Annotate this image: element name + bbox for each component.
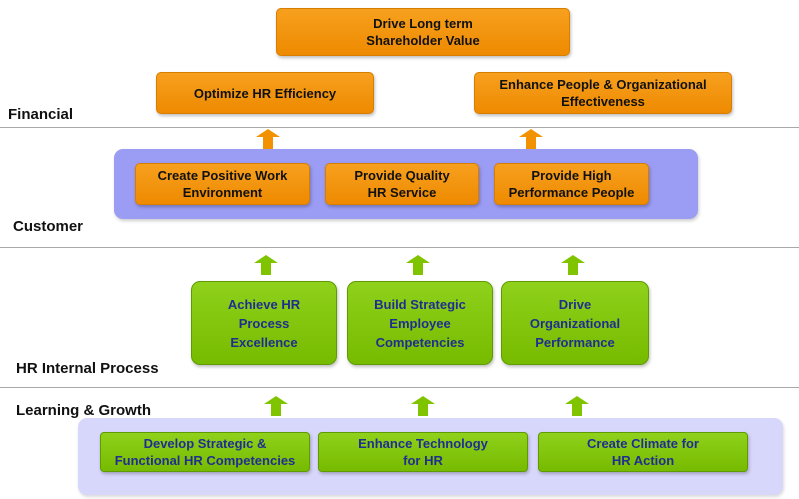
goal-optimize-hr-efficiency: Optimize HR Efficiency	[156, 72, 374, 114]
arrow-up-icon	[406, 255, 430, 275]
arrow-up-icon	[565, 396, 589, 416]
arrow-up-icon	[561, 255, 585, 275]
goal-positive-work-environment: Create Positive Work Environment	[135, 163, 310, 205]
goal-drive-organizational-performance: Drive Organizational Performance	[501, 281, 649, 365]
section-label-customer: Customer	[13, 218, 84, 235]
arrow-up-icon	[519, 129, 543, 149]
section-label-financial: Financial	[8, 106, 74, 123]
arrow-up-icon	[256, 129, 280, 149]
internal-process-divider	[0, 387, 799, 388]
goal-enhance-people-effectiveness: Enhance People & Organizational Effectiv…	[474, 72, 732, 114]
goal-hr-process-excellence: Achieve HR Process Excellence	[191, 281, 337, 365]
section-label-learning-growth: Learning & Growth	[16, 402, 151, 419]
goal-strategic-functional-hr-competencies: Develop Strategic & Functional HR Compet…	[100, 432, 310, 472]
arrow-up-icon	[411, 396, 435, 416]
customer-divider	[0, 247, 799, 248]
goal-quality-hr-service: Provide Quality HR Service	[325, 163, 479, 205]
goal-create-climate-for-hr-action: Create Climate for HR Action	[538, 432, 748, 472]
section-label-hr-internal-process: HR Internal Process	[16, 360, 159, 377]
goal-high-performance-people: Provide High Performance People	[494, 163, 649, 205]
arrow-up-icon	[254, 255, 278, 275]
goal-strategic-employee-competencies: Build Strategic Employee Competencies	[347, 281, 493, 365]
financial-divider	[0, 127, 799, 128]
arrow-up-icon	[264, 396, 288, 416]
goal-shareholder-value: Drive Long term Shareholder Value	[276, 8, 570, 56]
goal-enhance-technology-for-hr: Enhance Technology for HR	[318, 432, 528, 472]
